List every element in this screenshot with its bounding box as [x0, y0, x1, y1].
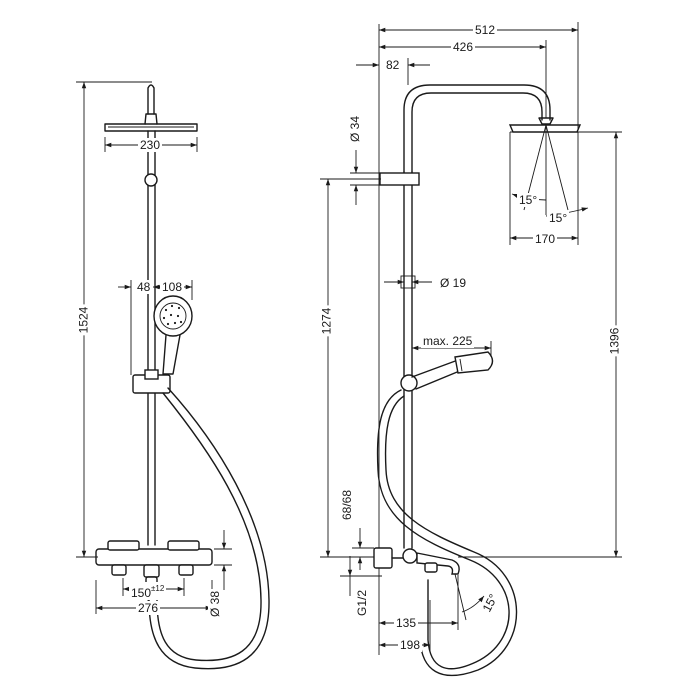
side-head-connector — [538, 117, 554, 125]
spout-angle-line — [454, 573, 467, 621]
bath-spout — [416, 552, 460, 575]
dim-label-198: 198 — [398, 638, 423, 652]
flow-knob — [167, 540, 200, 551]
dim-label-512: 512 — [473, 23, 498, 37]
side-hand-shower-handle — [411, 359, 463, 390]
side-hose-inner — [384, 395, 518, 677]
dim-label-150-value: 150 — [131, 586, 152, 600]
dim-label-34: Ø 34 — [348, 113, 363, 145]
shower-hose-inner — [156, 392, 262, 662]
thermostat-body — [95, 548, 213, 566]
overhead-arm-inner — [411, 92, 543, 173]
spray-angle-line-2 — [545, 124, 569, 211]
dim-label-1524: 1524 — [76, 304, 91, 336]
hand-shower-handle — [162, 334, 181, 375]
side-hand-shower-head — [454, 351, 494, 374]
dim-label-48: 48 — [135, 280, 153, 294]
top-arm — [147, 84, 155, 115]
left-connector — [111, 564, 127, 576]
wall-bracket — [379, 172, 420, 186]
dim-label-150: 150±12 — [129, 582, 167, 600]
dim-label-82: 82 — [384, 58, 402, 72]
diverter-knob — [402, 548, 418, 564]
bath-outlet — [143, 564, 160, 578]
temperature-knob — [107, 540, 140, 551]
dim-label-15-left: 15° — [517, 193, 540, 207]
front-view — [76, 81, 270, 670]
right-connector — [178, 564, 194, 576]
dim-label-135: 135 — [394, 616, 419, 630]
dim-label-15-right: 15° — [547, 211, 570, 225]
spray-nozzles — [162, 304, 183, 326]
side-holder-joint — [400, 374, 418, 392]
hand-shower-head — [153, 295, 193, 337]
overhead-shower-head — [104, 123, 198, 132]
spout-hose-outlet — [424, 562, 438, 573]
dim-label-19: Ø 19 — [438, 276, 469, 290]
dim-label-1396: 1396 — [607, 325, 622, 357]
holder-clip — [144, 369, 159, 380]
dim-label-426: 426 — [451, 40, 476, 54]
mixer-valve — [373, 547, 393, 569]
dim-label-276: 276 — [136, 601, 161, 615]
shower-hose-outer — [148, 387, 270, 670]
head-connector — [144, 113, 158, 125]
dim-label-150-tolerance: ±12 — [151, 584, 165, 593]
side-view — [320, 22, 622, 677]
dim-label-g12: G1/2 — [355, 587, 370, 619]
dim-label-225: max. 225 — [421, 334, 475, 348]
dim-label-68-68: 68/68 — [340, 487, 355, 523]
overhead-arm-outer — [403, 84, 551, 173]
side-hose-outer — [376, 389, 510, 670]
dim-label-108: 108 — [160, 280, 185, 294]
dim-label-1274: 1274 — [319, 305, 334, 337]
dim-label-170: 170 — [533, 232, 558, 246]
dim-label-230: 230 — [138, 138, 163, 152]
ball-joint — [144, 173, 158, 187]
dim-label-38: Ø 38 — [208, 588, 223, 620]
